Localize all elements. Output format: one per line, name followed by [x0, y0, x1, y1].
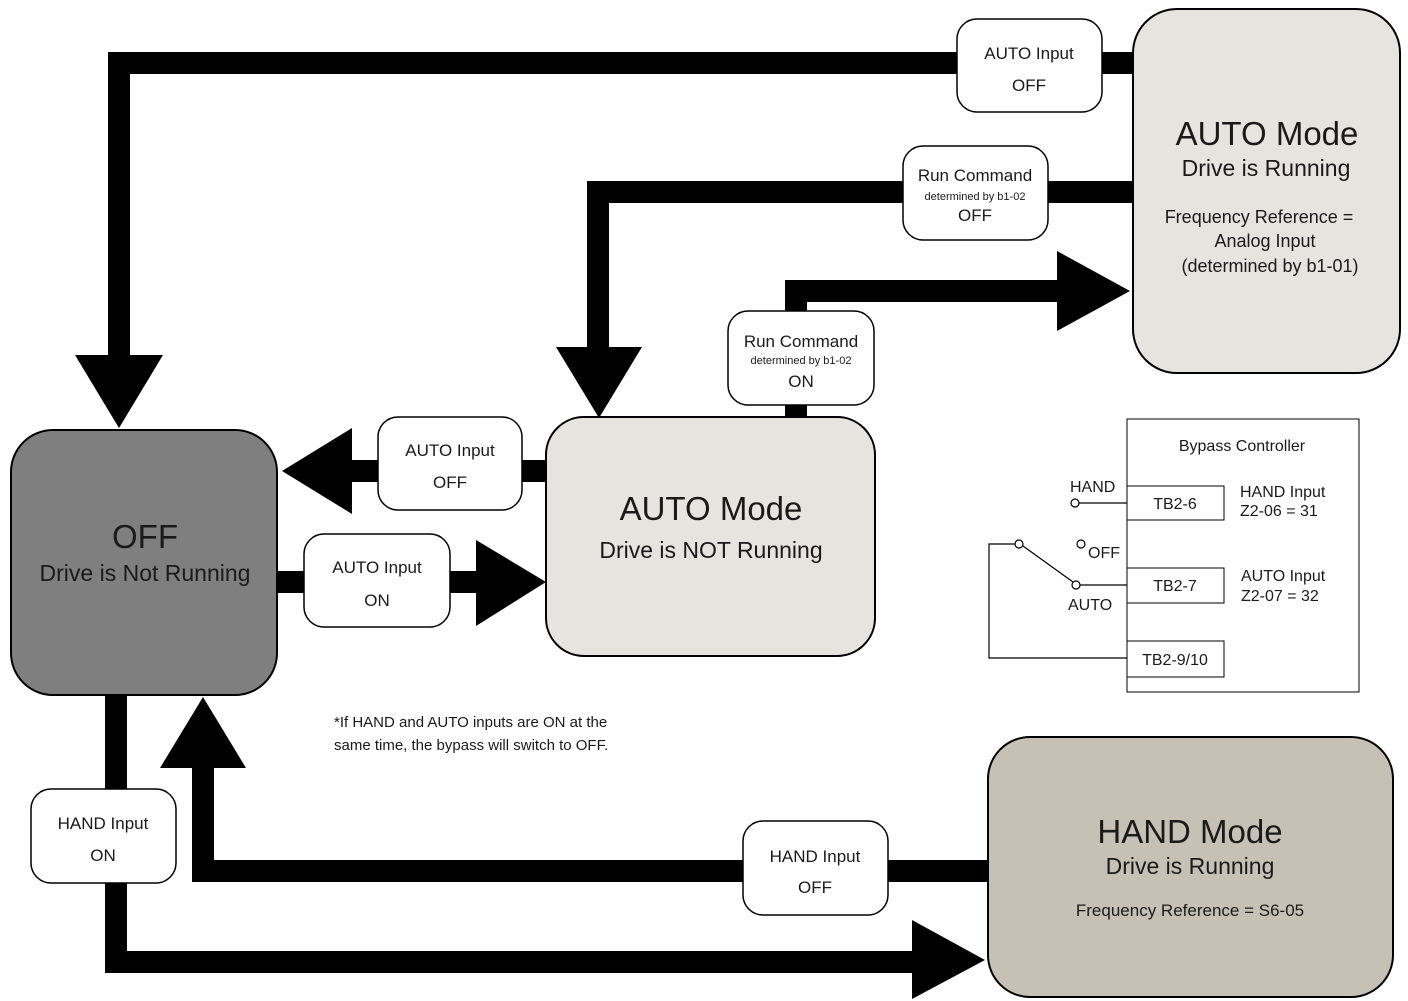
- hand-running-box: [987, 736, 1394, 998]
- auto-contact: [1071, 580, 1081, 590]
- label-line1: HAND Input: [770, 847, 861, 866]
- terminal-tb2-7-label: TB2-7: [1153, 578, 1197, 595]
- auto-input-desc-line2: Z2-07 = 32: [1241, 588, 1319, 605]
- terminal-tb2-9-10: [1126, 640, 1225, 678]
- hand-input-desc-line2: Z2-06 = 31: [1240, 503, 1318, 520]
- transition-auto-input-off-mid: AUTO Input OFF: [377, 416, 523, 511]
- bypass-controller: Bypass Controller TB2-6 TB2-7 TB2-9/10 H…: [988, 418, 1360, 693]
- label-box: [377, 416, 523, 511]
- label-line1: AUTO Input: [984, 44, 1074, 63]
- auto-running-freq-line3: (determined by b1-01): [1181, 256, 1358, 276]
- auto-running-freq-line1: Frequency Reference =: [1165, 207, 1354, 227]
- label-line1: Run Command: [918, 166, 1032, 185]
- label-line1: HAND Input: [58, 814, 149, 833]
- state-auto-not-running: AUTO Mode Drive is NOT Running: [545, 416, 876, 657]
- line-top-vertical: [108, 52, 130, 357]
- transition-auto-input-off-top: AUTO Input OFF: [956, 18, 1103, 113]
- label-box: [742, 820, 889, 916]
- label-box: [303, 533, 451, 628]
- switch-hand-label: HAND: [1070, 479, 1115, 496]
- arrowhead-left-to-off: [282, 428, 352, 514]
- line-handon-horizontal: [105, 951, 920, 973]
- transition-hand-input-on: HAND Input ON: [30, 788, 177, 884]
- off-status: Drive is Not Running: [40, 560, 251, 586]
- arrowhead-down-to-off: [75, 355, 163, 428]
- line-runoff-horizontal: [587, 181, 1140, 203]
- switch-pivot: [1014, 539, 1024, 549]
- label-line1: AUTO Input: [332, 558, 422, 577]
- auto-running-status: Drive is Running: [1182, 155, 1351, 181]
- arrowheads: [75, 251, 1130, 999]
- bypass-controller-title: Bypass Controller: [1179, 438, 1306, 455]
- off-contact: [1076, 539, 1086, 549]
- state-hand-running: HAND Mode Drive is Running Frequency Ref…: [987, 736, 1394, 998]
- label-box: [727, 310, 875, 406]
- auto-not-running-status: Drive is NOT Running: [599, 537, 822, 563]
- label-line2: OFF: [433, 473, 467, 492]
- terminal-tb2-6-label: TB2-6: [1153, 496, 1197, 513]
- arrowhead-right-to-auto-not-running: [476, 540, 546, 626]
- label-line2: ON: [90, 846, 116, 865]
- label-box: [30, 788, 177, 884]
- label-line2: OFF: [798, 878, 832, 897]
- footnote-line2: same time, the bypass will switch to OFF…: [334, 737, 608, 754]
- auto-not-running-title: AUTO Mode: [620, 490, 803, 527]
- transition-run-command-on: Run Command determined by b1-02 ON: [727, 310, 875, 406]
- terminal-tb2-6: [1126, 485, 1225, 521]
- line-runoff-vertical: [587, 181, 609, 349]
- label-box: [956, 18, 1103, 113]
- switch-blade: [1022, 545, 1074, 583]
- footnote: *If HAND and AUTO inputs are ON at the s…: [334, 714, 608, 754]
- auto-running-box: [1132, 8, 1401, 374]
- line-runon-horizontal: [785, 280, 1065, 302]
- arrowhead-up-to-off: [160, 697, 246, 768]
- hand-running-title: HAND Mode: [1097, 813, 1282, 850]
- label-line1: Run Command: [744, 332, 858, 351]
- label-line2: determined by b1-02: [925, 191, 1026, 203]
- switch-wiring: [988, 498, 1127, 659]
- switch-off-label: OFF: [1088, 545, 1120, 562]
- common-wire: [988, 543, 1127, 659]
- label-line3: OFF: [958, 206, 992, 225]
- hand-input-desc-line1: HAND Input: [1240, 484, 1326, 501]
- arrowhead-right-to-auto-running: [1057, 251, 1130, 331]
- switch-auto-label: AUTO: [1068, 597, 1112, 614]
- auto-running-freq-line2: Analog Input: [1214, 231, 1315, 251]
- terminal-tb2-9-10-label: TB2-9/10: [1142, 652, 1208, 669]
- auto-not-running-box: [545, 416, 876, 657]
- arrowhead-down-to-auto: [556, 347, 642, 418]
- transition-hand-input-off: HAND Input OFF: [742, 820, 889, 916]
- hand-running-freq: Frequency Reference = S6-05: [1076, 901, 1304, 920]
- auto-running-title: AUTO Mode: [1176, 115, 1359, 152]
- label-line3: ON: [788, 372, 814, 391]
- transition-run-command-off: Run Command determined by b1-02 OFF: [902, 145, 1049, 241]
- state-off: OFF Drive is Not Running: [10, 429, 278, 696]
- hand-running-status: Drive is Running: [1106, 853, 1275, 879]
- state-auto-running: AUTO Mode Drive is Running Frequency Ref…: [1132, 8, 1401, 374]
- line-handoff-vertical: [192, 740, 214, 882]
- label-line1: AUTO Input: [405, 441, 495, 460]
- line-top-horizontal: [108, 52, 1140, 74]
- terminal-tb2-7: [1126, 567, 1225, 604]
- label-box: [902, 145, 1049, 241]
- label-line2: determined by b1-02: [751, 355, 852, 367]
- off-title: OFF: [112, 518, 178, 555]
- label-line2: OFF: [1012, 76, 1046, 95]
- label-line2: ON: [364, 591, 390, 610]
- off-box: [10, 429, 278, 696]
- auto-input-desc-line1: AUTO Input: [1241, 568, 1326, 585]
- arrowhead-right-to-hand: [912, 920, 985, 999]
- hand-contact: [1070, 498, 1080, 508]
- footnote-line1: *If HAND and AUTO inputs are ON at the: [334, 714, 607, 731]
- transition-auto-input-on: AUTO Input ON: [303, 533, 451, 628]
